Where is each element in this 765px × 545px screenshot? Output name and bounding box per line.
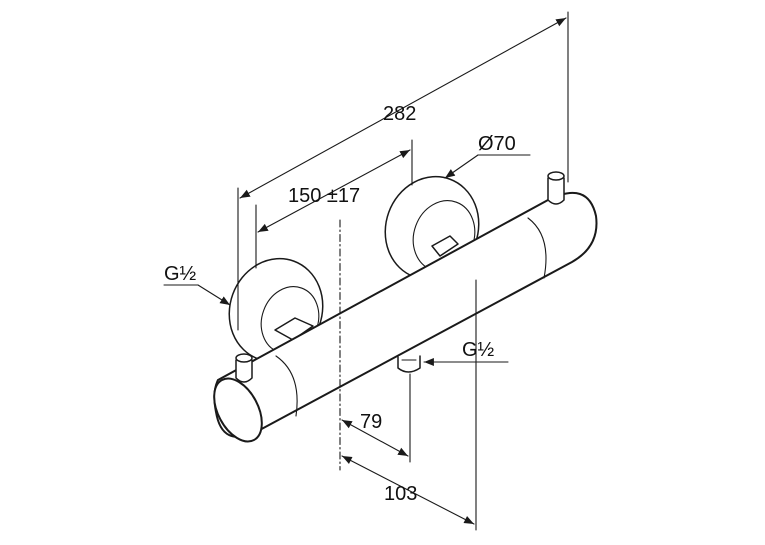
outlet-thread-label: G½ bbox=[462, 339, 495, 361]
escutcheon-diameter-label: Ø70 bbox=[478, 133, 516, 155]
overall-length-label: 282 bbox=[383, 103, 416, 125]
dimension-outlet-offset-outer: 103 bbox=[341, 455, 475, 525]
outlet-offset-outer-label: 103 bbox=[384, 483, 417, 505]
dimension-escutcheon-diameter: Ø70 bbox=[444, 133, 531, 179]
dimension-inlet-thread: G½ bbox=[163, 263, 231, 306]
dimension-inlet-spacing: 150 ±17 bbox=[257, 149, 411, 233]
dimension-outlet-offset-inner: 79 bbox=[341, 411, 409, 457]
outlet-offset-inner-label: 79 bbox=[360, 411, 382, 433]
inlet-thread-label: G½ bbox=[164, 263, 197, 285]
inlet-spacing-label: 150 ±17 bbox=[288, 185, 360, 207]
dimension-outlet-thread: G½ bbox=[423, 339, 509, 366]
dimension-overall-length: 282 bbox=[239, 17, 567, 199]
